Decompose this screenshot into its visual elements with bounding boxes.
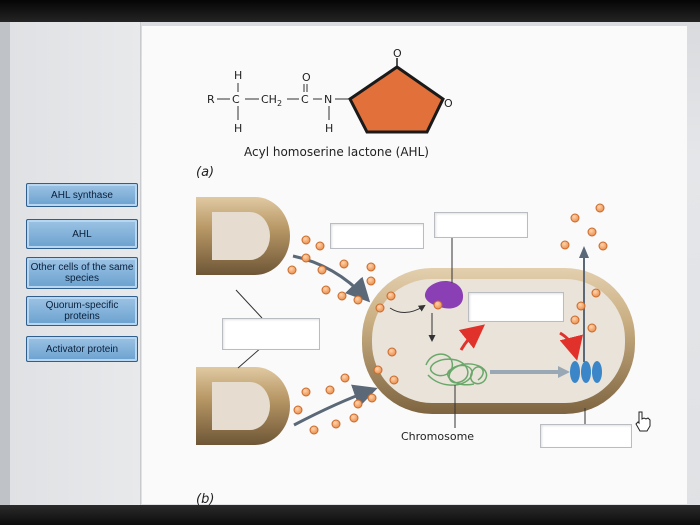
dna-strand [425, 353, 488, 385]
lactone-ring [348, 65, 445, 134]
chromosome-label: Chromosome [401, 430, 474, 443]
h-on-nitrogen: H [325, 122, 333, 135]
ahl-dot [570, 213, 580, 223]
ahl-dot [353, 399, 363, 409]
ahl-dot [293, 405, 303, 415]
label-text: Other cells of the same species [30, 262, 134, 284]
leader-line [237, 346, 263, 369]
ahl-dot [309, 425, 319, 435]
ahl-dot [570, 315, 580, 325]
label-text: AHL synthase [51, 189, 113, 201]
ahl-dot [576, 301, 586, 311]
label-text: Activator protein [45, 343, 119, 355]
carbonyl-oxygen: O [302, 71, 311, 84]
ahl-dot [301, 253, 311, 263]
ahl-dot [321, 285, 331, 295]
ahl-dot [366, 262, 376, 272]
h-atom-bottom: H [234, 122, 242, 135]
drop-target-top-left[interactable] [330, 223, 424, 249]
label-other-cells[interactable]: Other cells of the same species [26, 257, 138, 289]
red-protein-arrow [559, 331, 583, 361]
r-group: R [207, 93, 215, 106]
ahl-dot [373, 365, 383, 375]
protein [570, 361, 580, 383]
ahl-dot [591, 288, 601, 298]
drop-target-neighbor-cells[interactable] [222, 318, 320, 350]
ahl-dot [325, 385, 335, 395]
drop-target-bottom-right[interactable] [540, 424, 632, 448]
transcription-arrow-head [558, 366, 570, 378]
ahl-dot [349, 413, 359, 423]
label-text: AHL [72, 228, 92, 240]
ahl-dot [587, 323, 597, 333]
label-activator-protein[interactable]: Activator protein [26, 336, 138, 362]
neighbor-cell-top-inner [212, 212, 270, 260]
monitor-bottom-bezel [0, 505, 700, 525]
ahl-dot [389, 375, 399, 385]
leader-line [235, 289, 263, 319]
molecule-name: Acyl homoserine lactone (AHL) [244, 145, 429, 159]
ahl-dot [366, 276, 376, 286]
dna-strand [427, 364, 475, 386]
carbonyl-carbon: C [301, 93, 309, 106]
h-atom-top: H [234, 69, 242, 82]
ahl-dot [340, 373, 350, 383]
ahl-dot [301, 235, 311, 245]
label-bank: AHL synthase AHL Other cells of the same… [10, 22, 141, 505]
ahl-dot [315, 241, 325, 251]
hand-cursor-icon [635, 411, 651, 432]
nitrogen-atom: N [324, 93, 332, 106]
ahl-dot [375, 303, 385, 313]
label-ahl[interactable]: AHL [26, 219, 138, 249]
protein [581, 361, 591, 383]
diffusion-arrow-in-bottom [293, 384, 378, 427]
neighbor-cell-top [196, 197, 290, 275]
label-text: Quorum-specific proteins [45, 300, 119, 322]
drop-target-synthase[interactable] [468, 292, 564, 322]
label-ahl-synthase[interactable]: AHL synthase [26, 183, 138, 207]
ahl-dot [331, 419, 341, 429]
ahl-dot [317, 265, 327, 275]
ahl-dot [367, 393, 377, 403]
export-arrow-head [579, 246, 589, 258]
panel-a-label: (a) [196, 165, 214, 180]
red-activation-arrow [458, 324, 486, 351]
ch2-group: CH2 [261, 93, 282, 108]
diffusion-arrow-in-top [292, 254, 371, 303]
ahl-synthase [424, 280, 464, 309]
panel-b-label: (b) [196, 492, 214, 507]
ahl-dot [386, 291, 396, 301]
ahl-dot [433, 300, 443, 310]
drop-target-top-right[interactable] [434, 212, 528, 238]
ahl-structure: H H R C CH2 C O N H O O Acyl homoser [196, 47, 453, 180]
label-quorum-specific-proteins[interactable]: Quorum-specific proteins [26, 296, 138, 326]
ahl-molecules [287, 203, 608, 435]
left-window-edge [0, 22, 10, 505]
ahl-dot [287, 265, 297, 275]
ahl-dot [387, 347, 397, 357]
carbon-atom: C [232, 93, 240, 106]
ahl-dot [337, 291, 347, 301]
ahl-dot [353, 295, 363, 305]
ahl-dot [339, 259, 349, 269]
synthase-to-ahl-arrow [389, 304, 426, 313]
quorum-specific-proteins [570, 361, 602, 383]
neighbor-cell-bottom [196, 367, 290, 445]
protein [592, 361, 602, 383]
ahl-dot [598, 241, 608, 251]
ahl-dot [587, 227, 597, 237]
neighbor-cell-bottom-inner [212, 382, 270, 430]
ahl-dot [301, 387, 311, 397]
ring-oxygen: O [444, 97, 453, 110]
monitor-top-bezel [0, 0, 700, 22]
ahl-dot [595, 203, 605, 213]
chromosome [425, 353, 488, 386]
ahl-dot [560, 240, 570, 250]
ring-carbonyl-oxygen: O [393, 47, 402, 60]
